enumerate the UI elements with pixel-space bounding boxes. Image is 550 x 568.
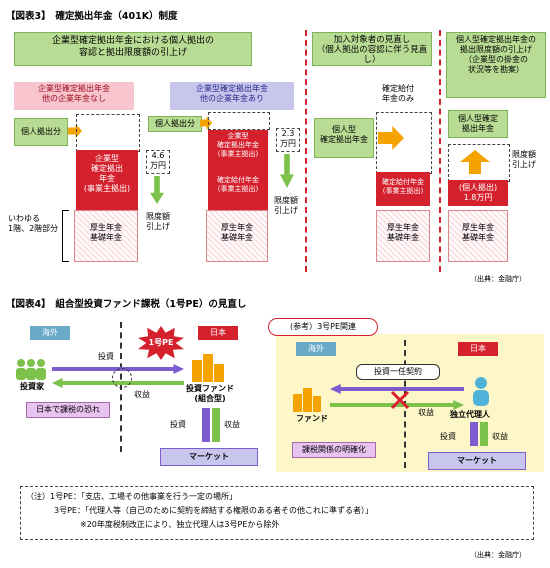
fund-return-arrow-icon	[212, 408, 220, 442]
return-label: 収益	[134, 390, 150, 399]
kojin-box-2: 個人拠出分	[148, 116, 202, 132]
agent-return-arrow-icon	[480, 422, 488, 446]
nihon-label-2: 日本	[458, 342, 498, 356]
fig3-source: （出典：金融庁）	[470, 275, 526, 283]
fund-return-label: 収益	[224, 420, 240, 429]
market-box-2: マーケット	[428, 452, 526, 470]
agent-invest-arrow-icon	[470, 422, 478, 446]
dashed-circle	[112, 368, 132, 388]
kojingata-box: 個人型 確定拠出年金	[314, 118, 374, 158]
return-label-2: 収益	[418, 408, 434, 417]
kojin-dashed-1	[76, 114, 140, 152]
kojin-dashed-2	[208, 112, 270, 130]
invest-label: 投資	[98, 352, 114, 361]
clarify-label: 課税関係の明確化	[292, 442, 376, 458]
kojin-amt-box: (個人拠出) 1.8万円	[448, 180, 508, 206]
kigyo-box-2: 企業型 確定拠出年金 (事業主拠出)	[208, 130, 268, 170]
kosei-box-2: 厚生年金 基礎年金	[206, 210, 268, 262]
fig3-right-header: 個人型確定拠出年金の 拠出限度額の引上げ （企業型の掛金の 状況等を勘案）	[446, 32, 546, 98]
fig3-left-header: 企業型確定拠出年金における個人拠出の 容認と拠出限度額の引上げ	[14, 32, 252, 66]
fig3-mid-header: 加入対象者の見直し （個人拠出の容認に伴う見直し）	[312, 32, 432, 66]
kyufu-box-3: 確定給付年金 (事業主拠出)	[376, 172, 430, 206]
fig4-source: （出典：金融庁）	[470, 551, 526, 559]
fund-invest-arrow-icon	[202, 408, 210, 442]
pe1-label: 1号PE	[148, 338, 174, 347]
notes-box	[20, 486, 534, 540]
investor-label: 投資家	[20, 382, 44, 391]
fig4-title: 【図表4】 組合型投資ファンド課税（1号PE）の見直し	[6, 299, 247, 310]
contract-arrow-icon	[330, 384, 464, 394]
kigyo-box-1: 企業型 確定拠出 年金 (事業主拠出)	[76, 150, 138, 210]
col2-label: 企業型確定拠出年金 他の企業年金あり	[170, 82, 294, 110]
kojingata-box-2: 個人型確定 拠出年金	[448, 110, 508, 138]
fund-building-icon	[292, 386, 322, 412]
kaigai-label-2: 海外	[296, 342, 336, 356]
nihon-label: 日本	[198, 326, 238, 340]
kakutei-only-label: 確定給付 年金のみ	[382, 84, 414, 103]
agent-invest-label: 投資	[440, 432, 456, 441]
fund-invest-label: 投資	[170, 420, 186, 429]
ichinin-label: 投資一任契約	[356, 364, 440, 380]
amount-1: 4.6 万円	[146, 150, 170, 174]
arrow-right-icon	[68, 124, 82, 138]
investor-icon	[14, 358, 48, 380]
separator-1	[305, 30, 307, 272]
kosei-box-3: 厚生年金 基礎年金	[376, 210, 430, 262]
amount-2: 2.3 万円	[276, 128, 300, 152]
fund-label: 投資ファンド (組合型)	[186, 384, 234, 403]
arrow-right-icon-2	[200, 116, 212, 130]
arrow-down-icon-2	[280, 154, 294, 188]
raise-label-1: 限度額 引上げ	[146, 212, 170, 231]
market-box: マーケット	[160, 448, 258, 466]
kyufu-box-2: 確定給付年金 (事業主拠出)	[208, 170, 268, 210]
iwayuru-label: いわゆる 1階、2階部分	[8, 214, 59, 233]
mid-dashed	[376, 112, 432, 174]
note-3: ※20年度税制改正により、独立代理人は3号PEから除外	[80, 520, 280, 529]
agent-icon	[470, 376, 492, 406]
arrow-down-icon	[150, 176, 164, 204]
kosei-box-1: 厚生年金 基礎年金	[74, 210, 138, 262]
x-mark-icon	[390, 390, 410, 410]
fig3-title: 【図表3】 確定拠出年金（401K）制度	[6, 11, 178, 22]
tax-fear-label: 日本で課税の恐れ	[26, 402, 110, 418]
kojin-box-1: 個人拠出分	[14, 118, 68, 146]
bracket	[62, 210, 69, 262]
note-1: （注）1号PE：「支店、工場その他事業を行う一定の場所」	[26, 492, 237, 501]
raise-label-2: 限度額 引上げ	[274, 196, 298, 215]
note-2: 3号PE：「代理人等（自己のために契約を締結する権限のある者その他これに準ずる者…	[54, 506, 373, 515]
kosei-box-4: 厚生年金 基礎年金	[448, 210, 508, 262]
col1-label: 企業型確定拠出年金 他の企業年金なし	[14, 82, 134, 110]
building-icon	[190, 352, 226, 382]
kaigai-label: 海外	[30, 326, 70, 340]
raise-label-3: 限度額 引上げ	[512, 150, 536, 169]
fund2-label: ファンド	[296, 414, 328, 423]
separator-2	[439, 30, 441, 272]
ref-title: (参考）3号PE関連	[268, 318, 378, 336]
agent-return-label: 収益	[492, 432, 508, 441]
agent-label: 独立代理人	[450, 410, 490, 419]
